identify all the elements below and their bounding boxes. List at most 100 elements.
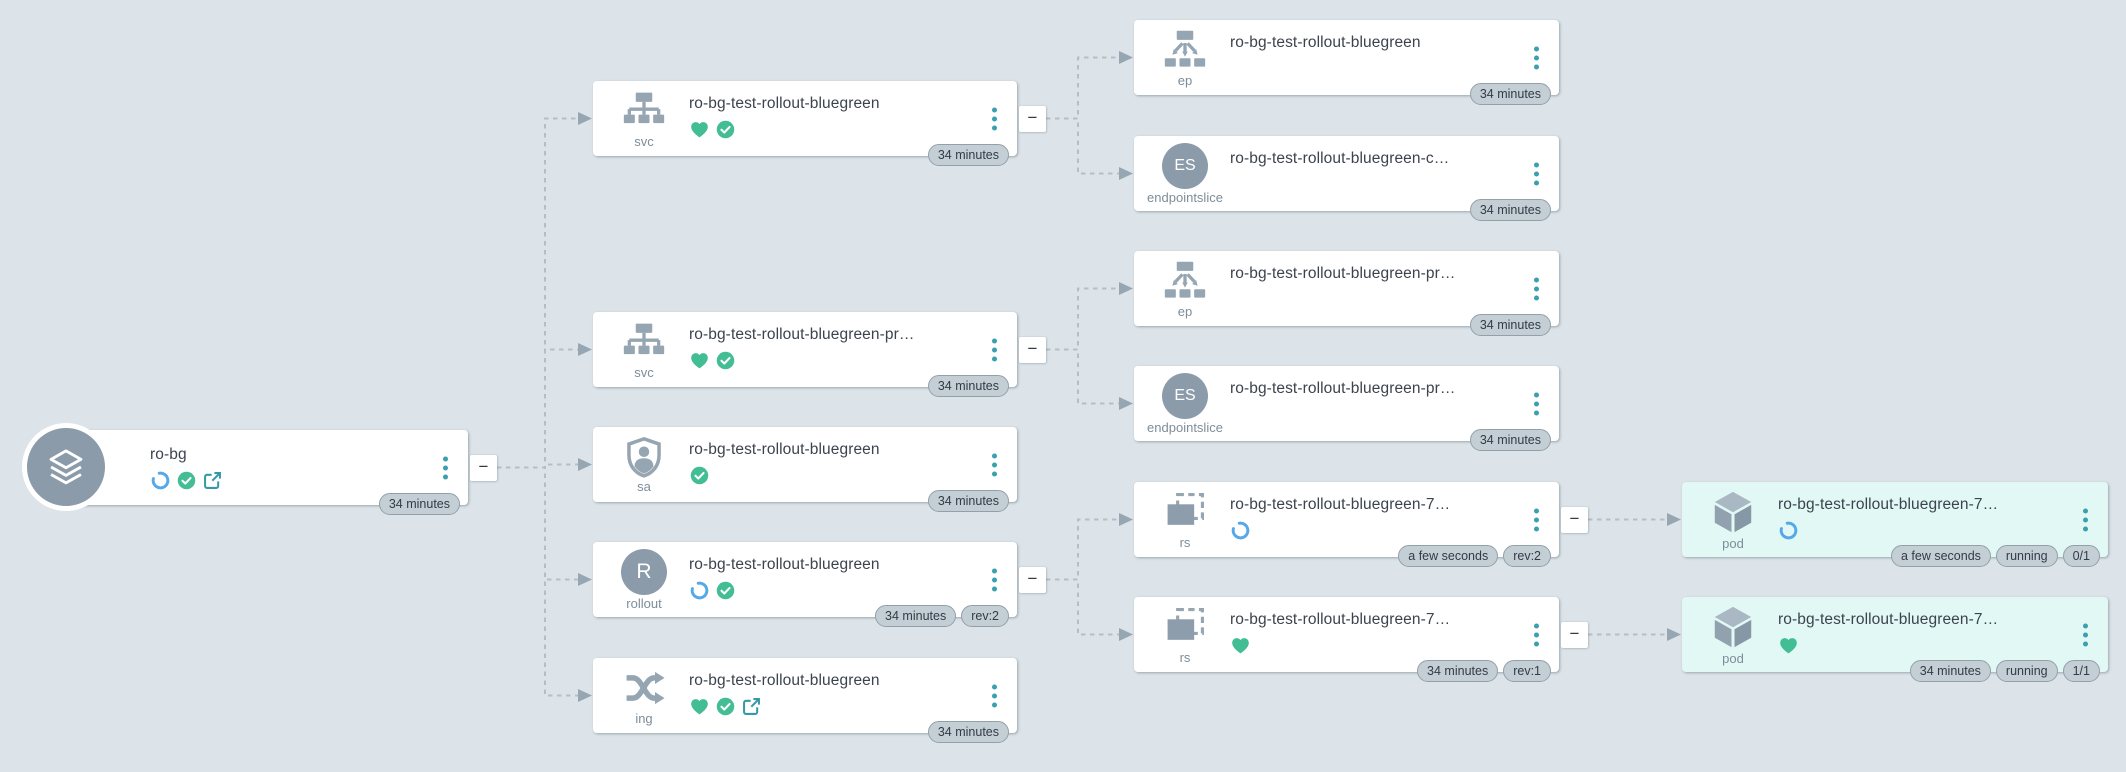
node-badge: 34 minutes [927,144,1009,166]
edge-arrowhead-icon [1119,397,1133,410]
collapse-button[interactable]: − [1561,621,1588,648]
node-badge: 1/1 [2062,660,2100,682]
menu-dot-icon [1534,623,1539,628]
resource-name: ro-bg [150,446,187,463]
synced-check-icon [715,119,736,140]
resource-kind-label: rollout [626,595,662,611]
node-badges: 34 minutes [927,144,1009,166]
progressing-spinner-icon [150,470,171,491]
healthy-heart-icon [1778,635,1799,656]
node-menu-button[interactable] [988,451,1001,478]
menu-dot-icon [1534,526,1539,531]
application-node[interactable]: ro-bg 34 minutes− [22,423,497,515]
collapse-button[interactable]: − [1019,336,1046,363]
node-badge: 34 minutes [1417,660,1499,682]
node-menu-button[interactable] [988,682,1001,709]
resource-name: ro-bg-test-rollout-bluegreen-7… [1778,611,1999,628]
synced-check-icon [689,465,710,486]
collapse-button[interactable]: − [1019,105,1046,132]
rollout-avatar: R [621,548,667,595]
healthy-heart-icon [689,696,710,717]
menu-dot-icon [992,568,997,573]
menu-dot-icon [1534,286,1539,291]
edge-arrowhead-icon [578,573,592,586]
node-menu-button[interactable] [1530,275,1543,302]
endpointslice-avatar: ES [1162,142,1208,189]
layers-icon [22,423,110,511]
node-menu-button[interactable] [1530,506,1543,533]
node-badge: rev:1 [1503,660,1551,682]
resource-name: ro-bg-test-rollout-bluegreen [689,441,880,458]
node-menu-button[interactable] [988,336,1001,363]
menu-dot-icon [992,471,997,476]
menu-dot-icon [2083,508,2088,513]
node-menu-button[interactable] [988,105,1001,132]
healthy-heart-icon [1230,635,1251,656]
menu-dot-icon [1534,632,1539,637]
node-badge: running [1995,545,2058,567]
resource-name: ro-bg-test-rollout-bluegreen-7… [1230,611,1451,628]
healthy-heart-icon [689,119,710,140]
node-menu-button[interactable] [1530,621,1543,648]
resource-name: ro-bg-test-rollout-bluegreen [689,556,880,573]
tree-edge [1046,287,1120,351]
edge-arrowhead-icon [1119,167,1133,180]
node-menu-button[interactable] [1530,160,1543,187]
synced-check-icon [715,350,736,371]
edge-arrowhead-icon [578,343,592,356]
node-badges: 34 minutes [1469,83,1551,105]
node-menu-button[interactable] [2079,506,2092,533]
collapse-button[interactable]: − [470,454,497,481]
collapse-button[interactable]: − [1561,506,1588,533]
node-menu-button[interactable] [2079,621,2092,648]
node-menu-button[interactable] [1530,390,1543,417]
node-badge: 34 minutes [1469,429,1551,451]
resource-kind-label: ing [635,710,653,726]
status-icons [689,580,736,601]
resource-kind-label: endpointslice [1147,189,1223,205]
node-menu-button[interactable] [439,454,452,481]
synced-check-icon [176,470,197,491]
node-badge: 34 minutes [1469,199,1551,221]
edge-arrowhead-icon [578,458,592,471]
status-icons [1230,520,1251,541]
resource-kind-label: svc [634,364,654,380]
external-link-icon[interactable] [202,470,223,491]
resource-kind-label: pod [1722,535,1744,551]
edge-arrowhead-icon [578,689,592,702]
endpoints-icon [1163,259,1207,303]
tree-edge [497,117,579,469]
node-badge: 34 minutes [875,605,957,627]
status-icons [150,470,223,491]
node-badge: 34 minutes [378,493,460,515]
node-menu-button[interactable] [1530,44,1543,71]
tree-edge [497,466,579,581]
collapse-button[interactable]: − [1019,566,1046,593]
pod-cube-icon [1710,604,1756,650]
resource-kind-label: sa [637,478,651,494]
menu-dot-icon [1534,401,1539,406]
menu-dot-icon [992,462,997,467]
resource-kind-label: ep [1177,72,1193,88]
node-badge: 34 minutes [927,375,1009,397]
external-link-icon[interactable] [741,696,762,717]
resource-name: ro-bg-test-rollout-bluegreen [689,672,880,689]
menu-dot-icon [1534,64,1539,69]
menu-dot-icon [992,347,997,352]
node-menu-button[interactable] [988,566,1001,593]
